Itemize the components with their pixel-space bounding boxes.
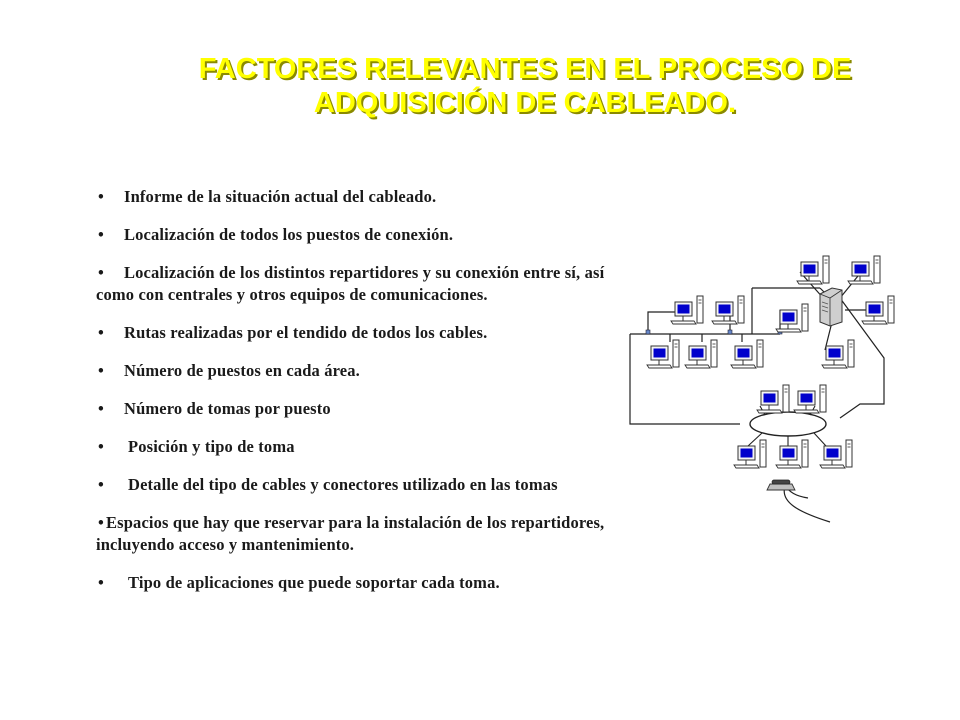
bullet-text: Espacios que hay que reservar para la in…	[96, 513, 605, 554]
bullet-item: • Localización de todos los puestos de co…	[96, 224, 634, 246]
bullet-text: Localización de todos los puestos de con…	[124, 225, 454, 244]
bullet-dot: •	[98, 437, 104, 456]
computer-workstation-icon	[730, 339, 764, 369]
bullet-text: Detalle del tipo de cables y conectores …	[128, 475, 558, 494]
computer-workstation-icon	[775, 303, 809, 333]
bullet-text: Tipo de aplicaciones que puede soportar …	[128, 573, 500, 592]
computer-workstation-icon	[646, 339, 680, 369]
bullet-item: • Tipo de aplicaciones que puede soportar…	[96, 572, 634, 594]
computer-workstation-icon	[793, 384, 827, 414]
bullet-text: Informe de la situación actual del cable…	[124, 187, 437, 206]
bullet-dot: •	[98, 399, 104, 418]
computer-workstation-icon	[796, 255, 830, 285]
computer-workstation-icon	[861, 295, 895, 325]
bullet-text: Rutas realizadas por el tendido de todos…	[124, 323, 488, 342]
bullet-dot: •	[98, 187, 104, 206]
bullet-dot: •	[98, 263, 104, 282]
bullet-dot: •	[98, 361, 104, 380]
bullet-item: • Posición y tipo de toma	[96, 436, 634, 458]
computer-workstation-icon	[711, 295, 745, 325]
title-line-1: FACTORES RELEVANTES EN EL PROCESO DE	[198, 53, 852, 85]
bullet-list: • Informe de la situación actual del cabl…	[96, 186, 634, 610]
page-title: FACTORES RELEVANTES EN EL PROCESO DE ADQ…	[140, 52, 910, 120]
bullet-item: • Número de tomas por puesto	[96, 398, 634, 420]
telephone-icon	[766, 479, 796, 491]
network-diagram	[629, 255, 895, 523]
bullet-text: Número de puestos en cada área.	[124, 361, 360, 380]
computer-workstation-icon	[670, 295, 704, 325]
computer-workstation-icon	[684, 339, 718, 369]
bullet-text: Número de tomas por puesto	[124, 399, 331, 418]
connector-points	[645, 329, 783, 335]
title-line-2: ADQUISICIÓN DE CABLEADO.	[313, 87, 737, 119]
bullet-item: • Rutas realizadas por el tendido de todo…	[96, 322, 634, 344]
bullet-dot: •	[98, 475, 104, 494]
bullet-item: • Detalle del tipo de cables y conectores…	[96, 474, 634, 496]
bullet-dot: •	[98, 513, 104, 532]
server-tower-icon	[819, 287, 843, 327]
network-cables	[629, 271, 885, 523]
bullet-dot: •	[98, 323, 104, 342]
bullet-item: • Número de puestos en cada área.	[96, 360, 634, 382]
bullet-dot: •	[98, 225, 104, 244]
computer-workstation-icon	[847, 255, 881, 285]
bullet-text: Localización de los distintos repartidor…	[96, 263, 605, 304]
computer-workstation-icon	[775, 439, 809, 469]
bullet-item: • Informe de la situación actual del cabl…	[96, 186, 634, 208]
bullet-item: •Localización de los distintos repartido…	[96, 262, 634, 306]
bullet-dot: •	[98, 573, 104, 592]
network-hub	[749, 411, 827, 437]
bullet-item: •Espacios que hay que reservar para la i…	[96, 512, 634, 556]
bullet-text: Posición y tipo de toma	[128, 437, 295, 456]
